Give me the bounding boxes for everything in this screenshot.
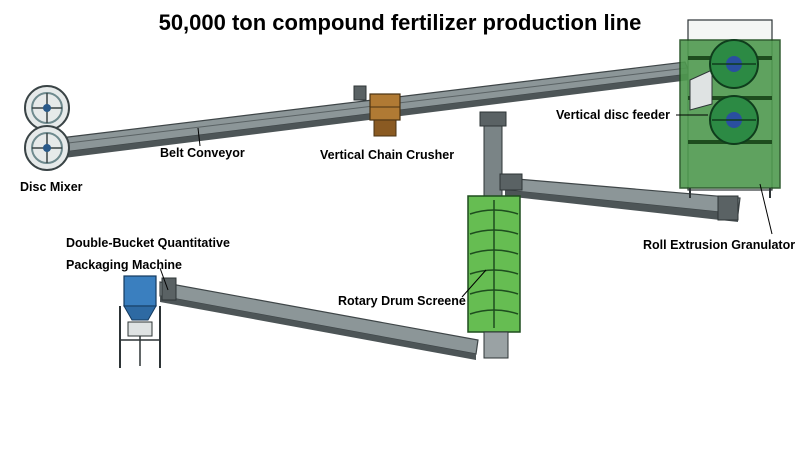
return-belt-conveyor — [504, 177, 741, 222]
vertical-disc-feeder-lower — [709, 95, 759, 145]
label-packaging-line2: Packaging Machine — [66, 258, 183, 272]
packaging-machine — [119, 275, 161, 368]
disc-mixer — [24, 85, 70, 171]
label-roll-extrusion-granulator: Roll Extrusion Granulator — [643, 238, 796, 252]
vertical-disc-feeder-upper — [709, 39, 759, 89]
packaging-belt-conveyor — [159, 277, 479, 360]
leader-lines — [159, 114, 773, 298]
label-vertical-chain-crusher: Vertical Chain Crusher — [320, 148, 455, 162]
rotary-drum-screene — [467, 173, 523, 359]
vertical-chain-crusher — [353, 85, 401, 137]
label-packaging-machine: Double-Bucket Quantitative Packaging Mac… — [66, 232, 230, 276]
label-disc-mixer: Disc Mixer — [20, 180, 83, 194]
diagram-title: 50,000 ton compound fertilizer productio… — [158, 10, 642, 35]
label-belt-conveyor: Belt Conveyor — [160, 146, 245, 160]
label-packaging-line1: Double-Bucket Quantitative — [66, 236, 230, 250]
label-rotary-drum-screene: Rotary Drum Screene — [338, 294, 466, 308]
label-vertical-disc-feeder: Vertical disc feeder — [556, 108, 670, 122]
